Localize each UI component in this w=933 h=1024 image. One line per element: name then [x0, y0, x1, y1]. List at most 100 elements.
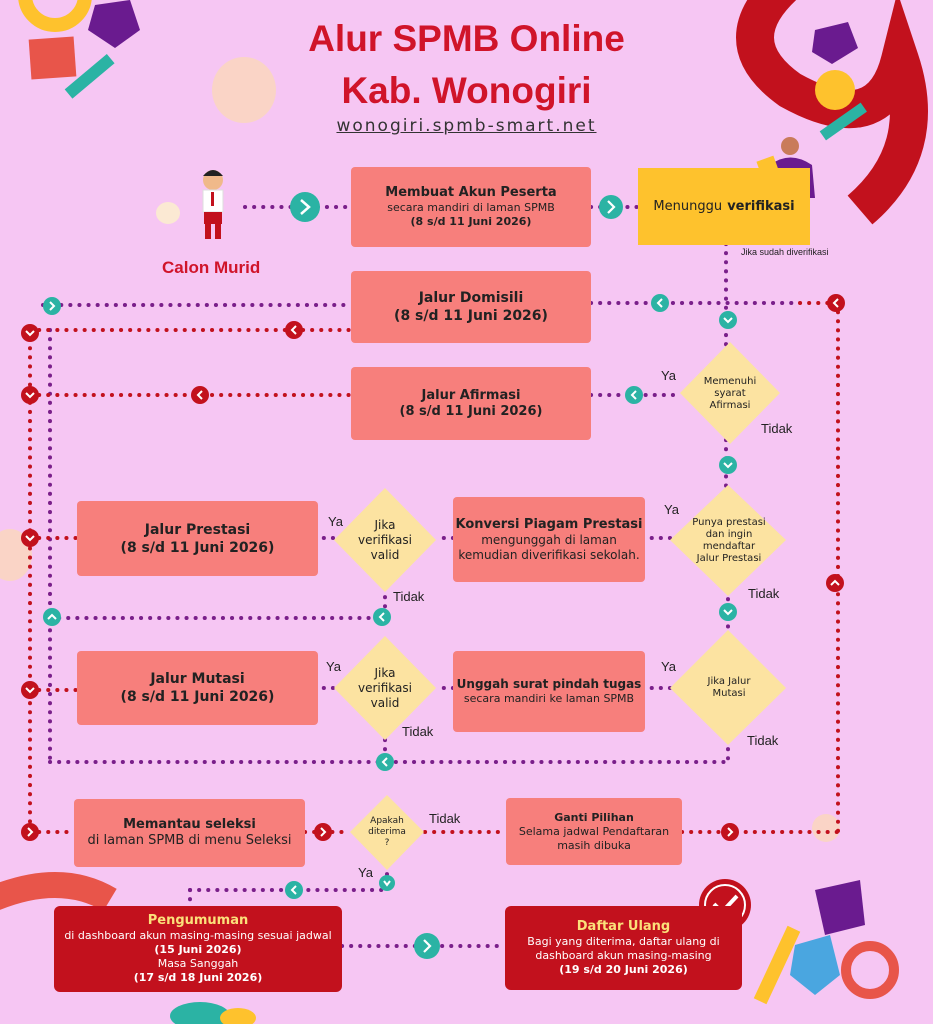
- teal-arrows: [43, 192, 737, 959]
- decision-prestasi-label: Punya prestasi dan ingin mendaftar Jalur…: [674, 510, 784, 572]
- ya-label: Ya: [661, 659, 676, 674]
- step-title: Memantau seleksi: [123, 817, 256, 832]
- decision-text: Afirmasi: [709, 400, 751, 411]
- decision-valid-prestasi-label: Jika verifikasi valid: [340, 510, 430, 570]
- step-desc: kemudian diverifikasi sekolah.: [458, 547, 640, 562]
- decision-text: verifikasi: [358, 532, 412, 547]
- tidak-label: Tidak: [393, 589, 425, 604]
- decision-text: Jalur Prestasi: [696, 553, 762, 564]
- arrow-down-icon: [21, 324, 39, 342]
- step-desc: dashboard akun masing-masing: [535, 949, 712, 962]
- decision-text: syarat: [714, 388, 746, 399]
- decision-text: diterima: [368, 826, 406, 837]
- decision-text: valid: [370, 547, 400, 562]
- ya-label: Ya: [358, 865, 373, 880]
- diamond-prestasi: [670, 485, 786, 596]
- arrow-right-icon: [43, 297, 61, 315]
- arrow-up-icon: [826, 574, 844, 592]
- decision-text: Jika: [374, 517, 396, 532]
- step-pengumuman: Pengumuman di dashboard akun masing-masi…: [54, 906, 342, 992]
- step-title: Jalur Prestasi: [144, 521, 251, 538]
- step-jalur-domisili: Jalur Domisili (8 s/d 11 Juni 2026): [351, 271, 591, 343]
- arrow-right-icon: [21, 823, 39, 841]
- arrow-right-icon: [314, 823, 332, 841]
- decision-text: Jika Jalur: [707, 676, 751, 687]
- arrow-down-icon: [21, 681, 39, 699]
- arrow-left-icon: [376, 753, 394, 771]
- step-memantau-seleksi: Memantau seleksi di laman SPMB di menu S…: [74, 799, 305, 867]
- step-title: Unggah surat pindah tugas: [456, 677, 642, 691]
- step-desc: mengunggah di laman: [481, 532, 617, 547]
- arrow-right-icon: [599, 195, 623, 219]
- tidak-label: Tidak: [747, 733, 779, 748]
- decision-text: Mutasi: [712, 688, 746, 699]
- arrow-down-icon: [21, 529, 39, 547]
- arrow-left-icon: [651, 294, 669, 312]
- arrow-down-icon: [21, 386, 39, 404]
- arrow-down-icon: [719, 456, 737, 474]
- step-desc: secara mandiri di laman SPMB: [387, 201, 555, 214]
- decision-text: mendaftar: [702, 541, 756, 552]
- arrow-down-icon: [379, 875, 395, 891]
- diamond-diterima: [350, 795, 424, 870]
- step-title: Pengumuman: [147, 913, 249, 928]
- decision-mutasi-label: Jika Jalur Mutasi: [680, 670, 778, 706]
- step-desc: di laman SPMB di menu Seleksi: [87, 833, 292, 848]
- step-desc: Selama jadwal Pendaftaran: [518, 824, 670, 838]
- step-desc: Bagi yang diterima, daftar ulang di: [527, 935, 720, 948]
- decision-text: ?: [384, 837, 390, 848]
- arrow-left-icon: [827, 294, 845, 312]
- purple-connectors: [41, 205, 802, 948]
- step-sanggah: Masa Sanggah: [157, 957, 239, 970]
- site-url[interactable]: wonogiri.spmb-smart.net: [336, 116, 597, 136]
- decision-text: Jika: [374, 665, 396, 680]
- diamond-valid-prestasi: [334, 488, 436, 592]
- step-title: Jalur Domisili: [418, 290, 524, 306]
- ya-label: Ya: [661, 368, 676, 383]
- arrow-left-icon: [285, 321, 303, 339]
- decision-text: dan ingin: [705, 529, 753, 540]
- arrow-left-icon: [373, 608, 391, 626]
- step-ganti-pilihan: Ganti Pilihan Selama jadwal Pendaftaran …: [506, 798, 682, 865]
- ya-label: Ya: [664, 502, 679, 517]
- red-arrows: [21, 294, 845, 841]
- step-date: (15 Juni 2026): [154, 943, 242, 956]
- arrow-down-icon: [719, 311, 737, 329]
- decision-diterima-label: Apakah diterima ?: [357, 812, 417, 852]
- step-jalur-prestasi: Jalur Prestasi (8 s/d 11 Juni 2026): [77, 501, 318, 576]
- diamond-mutasi: [670, 630, 786, 745]
- tidak-label: Tidak: [761, 421, 793, 436]
- step-date: (8 s/d 11 Juni 2026): [399, 403, 543, 419]
- step-konversi-piagam: Konversi Piagam Prestasi mengunggah di l…: [453, 497, 645, 582]
- step-unggah-surat: Unggah surat pindah tugas secara mandiri…: [453, 651, 645, 732]
- step-title: Jalur Mutasi: [150, 671, 245, 687]
- step-date: (8 s/d 11 Juni 2026): [394, 308, 548, 324]
- step-title: Daftar Ulang: [576, 919, 671, 934]
- calon-murid-label: Calon Murid: [162, 258, 261, 277]
- step-desc: masih dibuka: [557, 838, 631, 852]
- ya-label: Ya: [328, 514, 343, 529]
- student-icon: [202, 170, 224, 239]
- decision-text: verifikasi: [358, 680, 412, 695]
- decision-text: Apakah: [370, 815, 404, 826]
- decision-text: valid: [370, 695, 400, 710]
- decision-valid-mutasi-label: Jika verifikasi valid: [340, 660, 430, 716]
- step-title-bold: verifikasi: [727, 198, 795, 214]
- step-title: Menunggu: [653, 198, 723, 214]
- arrow-left-icon: [285, 881, 303, 899]
- step-membuat-akun: Membuat Akun Peserta secara mandiri di l…: [351, 167, 591, 247]
- step-date: (8 s/d 11 Juni 2026): [410, 215, 532, 228]
- step-sanggah-date: (17 s/d 18 Juni 2026): [133, 971, 263, 984]
- arrow-down-icon: [719, 603, 737, 621]
- decision-text: Punya prestasi: [692, 517, 766, 528]
- step-date: (8 s/d 11 Juni 2026): [120, 689, 275, 705]
- arrow-right-icon: [290, 192, 320, 222]
- step-desc: secara mandiri ke laman SPMB: [463, 692, 635, 705]
- decision-afirmasi-label: Memenuhi syarat Afirmasi: [680, 362, 780, 426]
- step-title: Jalur Afirmasi: [421, 387, 521, 403]
- page-title: Alur SPMB Online: [308, 18, 625, 59]
- ya-label: Ya: [326, 659, 341, 674]
